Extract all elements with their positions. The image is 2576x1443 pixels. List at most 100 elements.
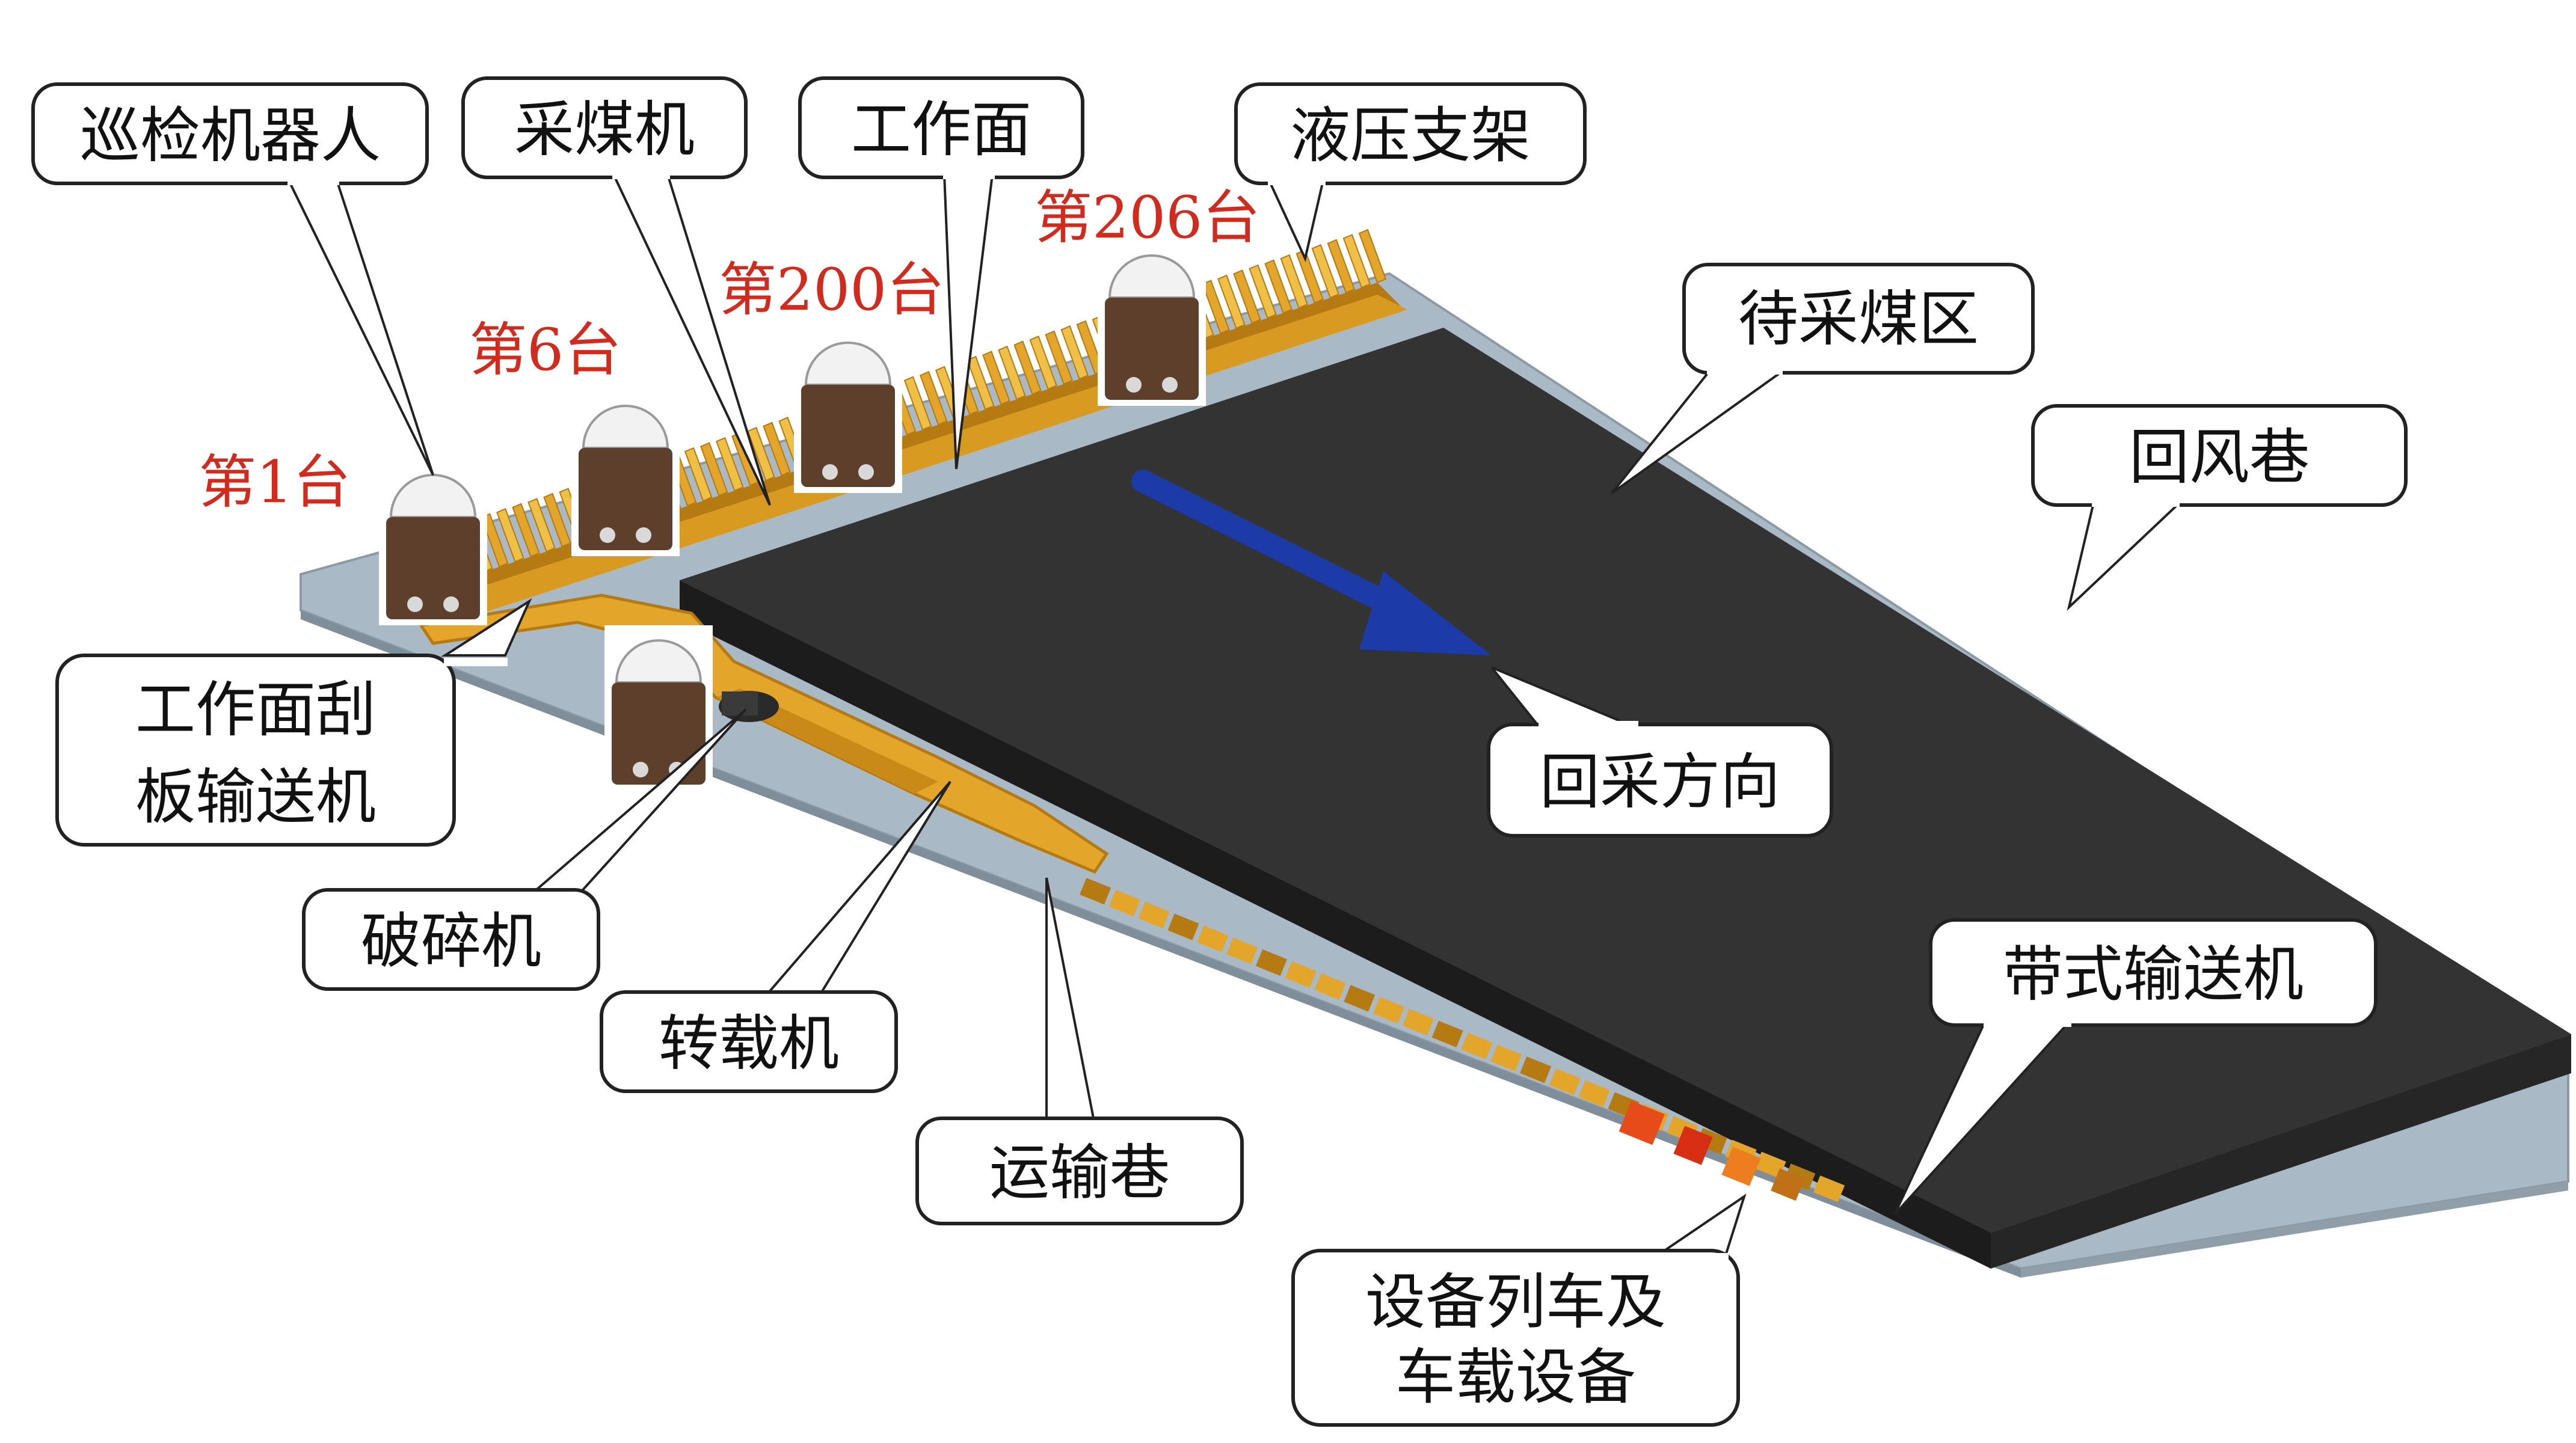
pointer-joints — [287, 171, 2180, 1261]
callout-box-scraper — [55, 654, 456, 847]
hydraulic-support-unit — [1202, 280, 1230, 334]
hydraulic-support-unit — [998, 345, 1026, 400]
callout-box-equipment-train — [1291, 1249, 1740, 1427]
equipment-train — [1080, 878, 1845, 1202]
hydraulic-support-unit — [1029, 335, 1057, 390]
hydraulic-support-unit — [747, 426, 775, 482]
hydraulic-support-unit — [1264, 259, 1293, 314]
hydraulic-support-unit — [496, 508, 524, 563]
label-return-airway: 回风巷 — [2129, 422, 2310, 492]
train-car — [1226, 937, 1258, 964]
train-car — [1080, 878, 1111, 905]
label-crusher: 破碎机 — [361, 906, 541, 976]
train-car — [1373, 997, 1405, 1024]
label-equipment-train-line2: 车载设备 — [1395, 1342, 1636, 1412]
callout-box-coal-zone — [1682, 263, 2035, 375]
train-car — [1167, 913, 1199, 940]
label-robot-200: 第200台 — [719, 256, 944, 323]
inspection-robot — [379, 460, 487, 625]
label-stage-loader: 转载机 — [659, 1008, 839, 1079]
hydraulic-support-unit — [1060, 325, 1089, 380]
label-robot-6: 第6台 — [469, 316, 621, 384]
label-scraper-line1: 工作面刮 — [135, 675, 376, 745]
callout-box-crusher — [302, 888, 600, 991]
hydraulic-support-unit — [543, 492, 571, 548]
callout-box-haulage — [915, 1117, 1244, 1225]
callout-box-return-airway — [2031, 404, 2408, 507]
inspection-robots — [379, 240, 1206, 791]
callout-box-shearer — [461, 76, 748, 179]
train-car — [1138, 901, 1170, 928]
train-car — [1578, 1080, 1610, 1107]
train-car — [1285, 961, 1317, 988]
mining-direction-arrow — [1131, 470, 1492, 655]
label-hydraulic-support: 液压支架 — [1290, 100, 1531, 171]
crusher-machine — [719, 691, 779, 722]
inspection-robot — [1098, 240, 1206, 406]
label-scraper-line2: 板输送机 — [135, 762, 376, 832]
train-car — [1402, 1008, 1434, 1036]
inspection-robot — [571, 391, 680, 556]
hydraulic-support-unit — [1217, 274, 1246, 329]
callout-box-stage-loader — [600, 990, 898, 1093]
hydraulic-support-unit — [763, 421, 791, 477]
train-car — [1549, 1068, 1581, 1095]
hydraulic-support-unit — [903, 376, 932, 431]
label-working-face: 工作面 — [851, 94, 1031, 165]
inspection-robot — [794, 328, 902, 493]
hydraulic-support-unit — [699, 442, 728, 497]
hydraulic-support-unit — [919, 371, 948, 426]
pointer-robot — [286, 179, 434, 476]
train-car — [1520, 1056, 1552, 1083]
callout-box-hydraulic — [1234, 82, 1587, 185]
hydraulic-support-unit — [1327, 239, 1356, 294]
pointer-return-airway — [2067, 504, 2181, 611]
callout-box-mining-direction — [1487, 723, 1833, 838]
train-car — [1461, 1032, 1493, 1059]
hydraulic-support-unit — [982, 351, 1010, 405]
label-robot-206: 第206台 — [1034, 184, 1260, 251]
coal-right-side — [1991, 1034, 2571, 1269]
pointer-scraper — [441, 598, 532, 657]
train-car — [1344, 985, 1376, 1012]
hydraulic-support-unit — [716, 437, 744, 492]
callout-box-robot — [31, 82, 429, 185]
hydraulic-support-unit — [1249, 264, 1277, 319]
coal-front-side — [680, 580, 1991, 1269]
train-car — [1314, 973, 1346, 1000]
train-car — [1431, 1020, 1463, 1047]
label-mining-direction: 回采方向 — [1540, 747, 1780, 817]
hydraulic-support-unit — [481, 513, 509, 568]
hydraulic-support-unit — [684, 447, 713, 502]
callout-box-belt — [1929, 918, 2378, 1027]
label-equipment-train-line1: 设备列车及 — [1365, 1267, 1666, 1337]
train-car — [1197, 925, 1229, 952]
hydraulic-support-unit — [967, 355, 995, 411]
train-car — [1754, 1151, 1786, 1178]
hydraulic-support-unit — [512, 503, 540, 558]
hydraulic-support-unit — [1280, 254, 1308, 309]
robot-number-labels: 第1台 第6台 第200台 第206台 — [198, 184, 1260, 516]
hydraulic-support-unit — [1342, 234, 1371, 289]
hydraulic-support-unit — [1013, 340, 1042, 396]
label-belt-conveyor: 带式输送机 — [2003, 939, 2304, 1009]
label-coal-zone: 待采煤区 — [1738, 284, 1979, 354]
hydraulic-support-unit — [1358, 228, 1387, 284]
label-shearer: 采煤机 — [514, 94, 695, 165]
callout-pointers — [286, 173, 2181, 1255]
callout-box-working-face — [798, 76, 1084, 179]
label-robot-1: 第1台 — [198, 449, 351, 516]
label-robot: 巡检机器人 — [80, 100, 381, 171]
hydraulic-support-unit — [527, 498, 556, 553]
train-car — [1255, 949, 1287, 976]
pointer-equipment-train — [1656, 1193, 1747, 1255]
hydraulic-support-unit — [1311, 244, 1340, 299]
train-car — [1108, 889, 1140, 917]
train-car — [1490, 1044, 1522, 1071]
callout-boxes — [31, 76, 2408, 1427]
train-car — [1813, 1175, 1845, 1202]
vehicle-equipment — [1618, 1100, 1805, 1201]
hydraulic-support-unit — [1233, 269, 1261, 324]
callout-texts: 巡检机器人 采煤机 工作面 液压支架 待采煤区 回风巷 回采方向 工作面刮 板输… — [80, 94, 2310, 1412]
